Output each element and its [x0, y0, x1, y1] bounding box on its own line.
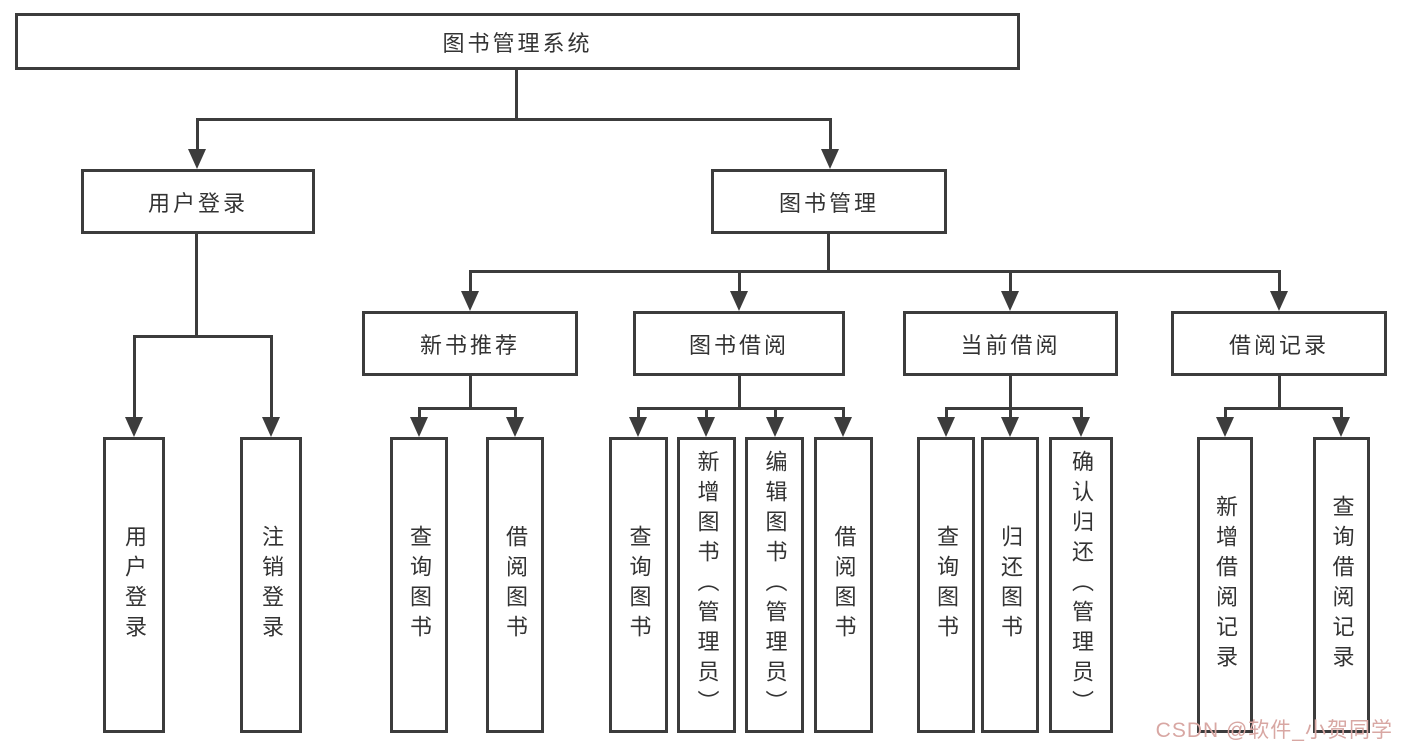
connector-stem	[1278, 376, 1281, 410]
arrow-down-icon	[461, 291, 479, 311]
node-label: 查询图书	[407, 525, 432, 645]
connector-bar	[637, 407, 845, 410]
node-label: 图书管理系统	[442, 30, 593, 56]
connector-stem	[738, 376, 741, 410]
arrow-down-icon	[629, 417, 647, 437]
arrow-down-icon	[821, 149, 839, 169]
node-leaf-return-books: 归还图书	[981, 437, 1039, 733]
connector-bar	[945, 407, 1083, 410]
arrow-shaft	[469, 270, 472, 291]
node-leaf-query-books-borrowing: 查询图书	[609, 437, 668, 733]
node-label: 确认归还（管理员）	[1069, 450, 1094, 720]
node-label: 查询图书	[934, 525, 959, 645]
arrow-down-icon	[1216, 417, 1234, 437]
arrow-down-icon	[506, 417, 524, 437]
arrow-down-icon	[1001, 291, 1019, 311]
node-leaf-confirm-return-admin: 确认归还（管理员）	[1049, 437, 1113, 733]
arrow-down-icon	[262, 417, 280, 437]
node-book-management: 图书管理	[711, 169, 947, 234]
arrow-down-icon	[1332, 417, 1350, 437]
node-leaf-query-books-recommend: 查询图书	[390, 437, 448, 733]
csdn-watermark: CSDN @软件_小贺同学	[1155, 719, 1393, 742]
node-leaf-borrow-books: 借阅图书	[814, 437, 873, 733]
node-label: 新增借阅记录	[1213, 495, 1238, 675]
node-label: 用户登录	[122, 525, 147, 645]
node-current-borrowing: 当前借阅	[903, 311, 1118, 376]
node-label: 借阅图书	[503, 525, 528, 645]
arrow-down-icon	[697, 417, 715, 437]
connector-stem	[827, 234, 830, 273]
node-leaf-logout: 注销登录	[240, 437, 302, 733]
arrow-shaft	[1080, 407, 1083, 417]
arrow-down-icon	[125, 417, 143, 437]
arrow-shaft	[945, 407, 948, 417]
node-leaf-query-books-current: 查询图书	[917, 437, 975, 733]
node-leaf-user-login: 用户登录	[103, 437, 165, 733]
arrow-down-icon	[410, 417, 428, 437]
node-label: 新增图书（管理员）	[694, 450, 720, 720]
arrow-shaft	[829, 118, 832, 149]
arrow-shaft	[133, 335, 136, 417]
arrow-shaft	[774, 407, 777, 417]
arrow-shaft	[196, 118, 199, 149]
arrow-shaft	[705, 407, 708, 417]
arrow-shaft	[637, 407, 640, 417]
node-label: 用户登录	[147, 190, 248, 216]
node-label: 归还图书	[998, 525, 1023, 645]
node-label: 查询借阅记录	[1329, 495, 1355, 675]
arrow-shaft	[1009, 407, 1012, 417]
connector-bar	[133, 335, 273, 338]
node-leaf-add-books-admin: 新增图书（管理员）	[677, 437, 736, 733]
arrow-shaft	[270, 335, 273, 417]
connector-stem	[515, 70, 518, 121]
arrow-down-icon	[1072, 417, 1090, 437]
arrow-down-icon	[188, 149, 206, 169]
node-label: 图书借阅	[688, 332, 789, 358]
node-leaf-add-borrow-record: 新增借阅记录	[1197, 437, 1253, 733]
node-user-login: 用户登录	[81, 169, 315, 234]
node-library-system: 图书管理系统	[15, 13, 1020, 70]
arrow-down-icon	[834, 417, 852, 437]
node-label: 新书推荐	[419, 332, 520, 358]
arrow-shaft	[1224, 407, 1227, 417]
node-label: 借阅记录	[1228, 332, 1329, 358]
arrow-down-icon	[1001, 417, 1019, 437]
node-book-borrowing: 图书借阅	[633, 311, 845, 376]
node-label: 借阅图书	[831, 525, 857, 645]
connector-stem	[469, 376, 472, 410]
arrow-shaft	[1278, 270, 1281, 291]
connector-bar	[1224, 407, 1343, 410]
node-label: 图书管理	[778, 190, 879, 216]
arrow-shaft	[1340, 407, 1343, 417]
arrow-down-icon	[937, 417, 955, 437]
node-leaf-edit-books-admin: 编辑图书（管理员）	[745, 437, 804, 733]
connector-bar	[469, 270, 1281, 273]
connector-bar	[196, 118, 832, 121]
arrow-shaft	[418, 407, 421, 417]
arrow-shaft	[738, 270, 741, 291]
node-label: 当前借阅	[960, 332, 1061, 358]
node-label: 编辑图书（管理员）	[762, 450, 788, 720]
arrow-shaft	[514, 407, 517, 417]
arrow-down-icon	[1270, 291, 1288, 311]
connector-bar	[418, 407, 517, 410]
arrow-shaft	[842, 407, 845, 417]
node-leaf-query-borrow-record: 查询借阅记录	[1313, 437, 1370, 733]
node-leaf-borrow-books-recommend: 借阅图书	[486, 437, 544, 733]
arrow-down-icon	[766, 417, 784, 437]
arrow-down-icon	[730, 291, 748, 311]
connector-stem	[1009, 376, 1012, 410]
node-new-book-recommend: 新书推荐	[362, 311, 578, 376]
arrow-shaft	[1009, 270, 1012, 291]
node-label: 注销登录	[259, 525, 284, 645]
node-label: 查询图书	[626, 525, 652, 645]
node-borrow-records: 借阅记录	[1171, 311, 1387, 376]
connector-stem	[195, 234, 198, 338]
